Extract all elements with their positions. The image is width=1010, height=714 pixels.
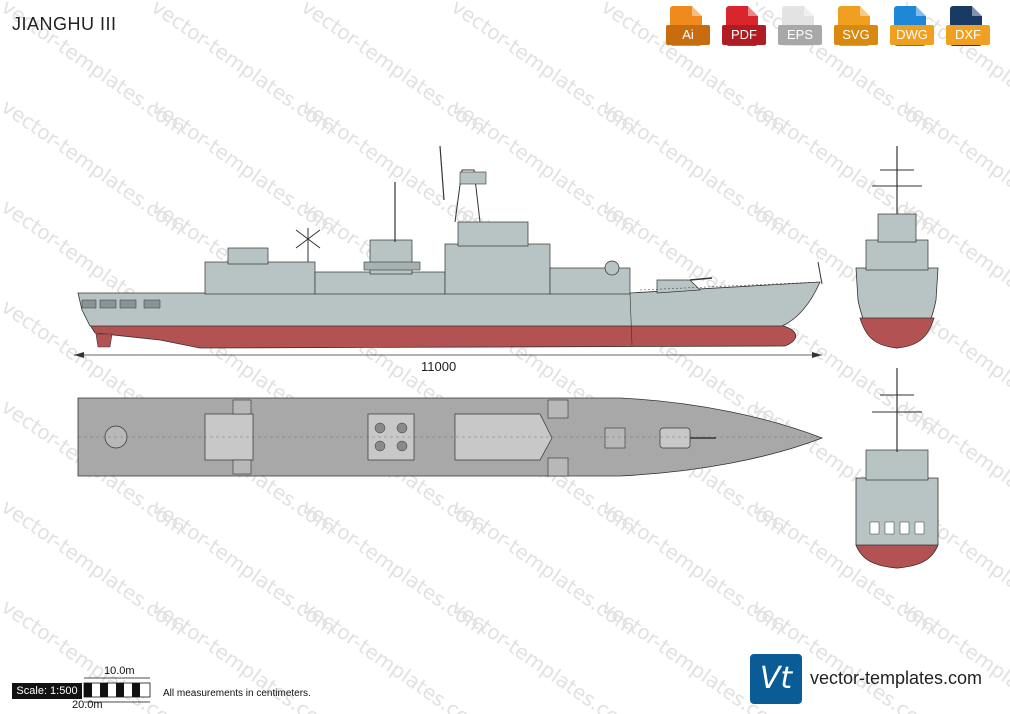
scale-bottom-label: 20.0m: [72, 699, 103, 711]
brand-logo-mark: Vt: [759, 661, 793, 696]
measurement-note: All measurements in centimeters.: [163, 688, 311, 699]
download-ai-button[interactable]: Ai: [666, 6, 710, 52]
brand-logo[interactable]: [750, 654, 802, 704]
side-view: [77, 145, 823, 349]
front-view: [855, 146, 939, 349]
scale-label: Scale: 1:500: [12, 683, 82, 699]
scale-bar: [83, 677, 151, 703]
format-download-bar: Ai PDF EPS SVG DWG DXF: [666, 6, 1006, 56]
page-title: JIANGHU III: [12, 14, 117, 34]
download-svg-button[interactable]: SVG: [834, 6, 878, 52]
download-pdf-button[interactable]: PDF: [722, 6, 766, 52]
rear-view: [855, 368, 939, 569]
download-dxf-button[interactable]: DXF: [946, 6, 990, 52]
download-dwg-button[interactable]: DWG: [890, 6, 934, 52]
scale-top-label: 10.0m: [104, 665, 135, 677]
length-dimension: 11000: [421, 359, 457, 374]
side-hull-red: [89, 324, 797, 349]
top-view: [77, 397, 824, 477]
dimension-line: [74, 352, 822, 358]
download-eps-button[interactable]: EPS: [778, 6, 822, 52]
site-link[interactable]: vector-templates.com: [810, 668, 983, 688]
